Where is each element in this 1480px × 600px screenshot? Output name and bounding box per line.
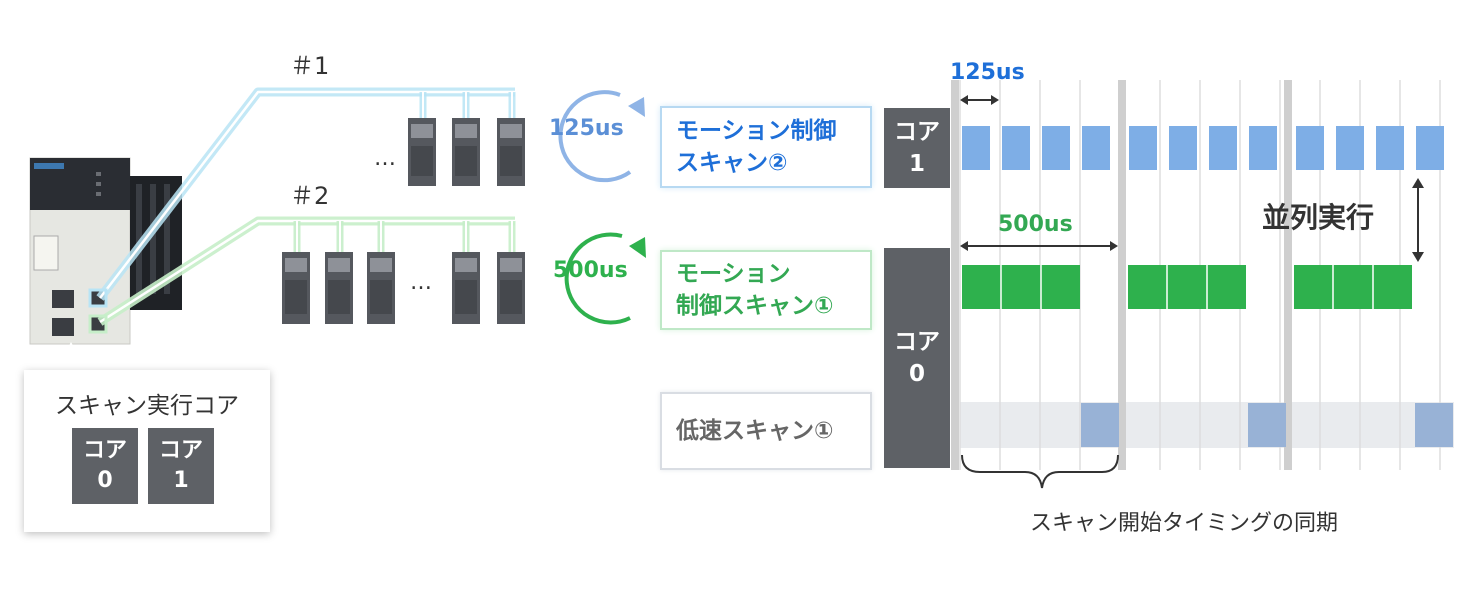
scan-boundary-line (1284, 80, 1292, 470)
legend-core-0-line2: 0 (97, 468, 113, 493)
core-1-line1: コア (894, 119, 940, 145)
cycle-arrow-125us (558, 90, 645, 183)
fast-scan-block (1376, 126, 1404, 170)
scan-start-sync-label: スキャン開始タイミングの同期 (1030, 511, 1339, 536)
core-0-line2: 0 (908, 361, 925, 387)
task-low-speed-scan-1-label: 低速スキャン① (676, 418, 834, 444)
bus2-wire (99, 219, 515, 324)
parallel-arrowhead-top (1412, 178, 1424, 188)
bus1-port (88, 288, 108, 308)
fast-scan-block (1249, 126, 1277, 170)
low-speed-block (1415, 403, 1453, 447)
bus1-ellipsis: … (374, 146, 397, 171)
bus1-label: ＃1 (290, 52, 330, 80)
legend-core-0-line1: コア (82, 438, 127, 463)
period-500us-label: 500us (998, 212, 1073, 237)
bus1-wire (99, 90, 515, 299)
core-0-line1: コア (894, 329, 940, 355)
legend-core-0: コア 0 (72, 428, 138, 504)
motion-scan-block (962, 265, 1080, 309)
fast-scan-block (962, 126, 990, 170)
cycle-arrow-500us (564, 232, 646, 325)
fast-scan-block (1209, 126, 1237, 170)
bus2-port (88, 314, 108, 334)
task-motion-scan-1: モーション 制御スキャン① (660, 250, 872, 330)
scan-core-legend: スキャン実行コア コア 0 コア 1 (24, 370, 270, 532)
fast-scan-block (1129, 126, 1157, 170)
core-0-box: コア 0 (884, 248, 950, 468)
bus2-drops (293, 221, 516, 254)
fast-scan-block (1336, 126, 1364, 170)
bus2-ellipsis: … (410, 270, 433, 295)
scan-boundary-line (951, 80, 959, 470)
cycle-125us-label: 125us (549, 116, 624, 141)
parallel-execution-label: 並列実行 (1262, 201, 1375, 234)
fast-scan-block (1082, 126, 1110, 170)
bus2-label: ＃2 (290, 182, 330, 210)
period-125us-label: 125us (950, 60, 1025, 85)
task-motion-scan-2-line2: スキャン② (676, 150, 788, 176)
fast-scan-block (1296, 126, 1324, 170)
legend-title: スキャン実行コア (55, 393, 239, 419)
low-speed-band (960, 402, 1454, 448)
task-motion-scan-1-line2: 制御スキャン① (676, 293, 834, 319)
period-125us-arrowhead-right (991, 95, 999, 105)
servo-drives-bus2 (282, 252, 525, 324)
motion-scan-block (1128, 265, 1246, 309)
core-1-box: コア 1 (884, 108, 950, 188)
period-125us-arrowhead-left (960, 95, 968, 105)
period-500us-arrowhead-left (960, 241, 968, 251)
task-low-speed-scan-1: 低速スキャン① (660, 392, 872, 470)
legend-core-1-line2: 1 (173, 468, 189, 493)
legend-core-1: コア 1 (148, 428, 214, 504)
scan-boundary-line (1118, 80, 1126, 470)
task-motion-scan-2: モーション制御 スキャン② (660, 106, 872, 188)
legend-core-1-line1: コア (158, 438, 203, 463)
task-motion-scan-1-line1: モーション (676, 261, 791, 287)
core-1-line2: 1 (908, 151, 925, 177)
fast-scan-block (1416, 126, 1444, 170)
timing-chart (951, 80, 1454, 489)
period-500us-arrowhead-right (1110, 241, 1118, 251)
fast-scan-block (1002, 126, 1030, 170)
sync-brace (961, 454, 1119, 489)
cycle-500us-label: 500us (553, 258, 628, 283)
motion-scan-block (1294, 265, 1412, 309)
legend-pointer (55, 342, 88, 371)
low-speed-block (1248, 403, 1286, 447)
low-speed-block (1081, 403, 1119, 447)
fast-scan-block (1169, 126, 1197, 170)
parallel-arrowhead-bottom (1412, 252, 1424, 262)
task-motion-scan-2-line1: モーション制御 (676, 118, 837, 144)
fast-scan-block (1042, 126, 1070, 170)
servo-drives-bus1 (408, 118, 525, 186)
